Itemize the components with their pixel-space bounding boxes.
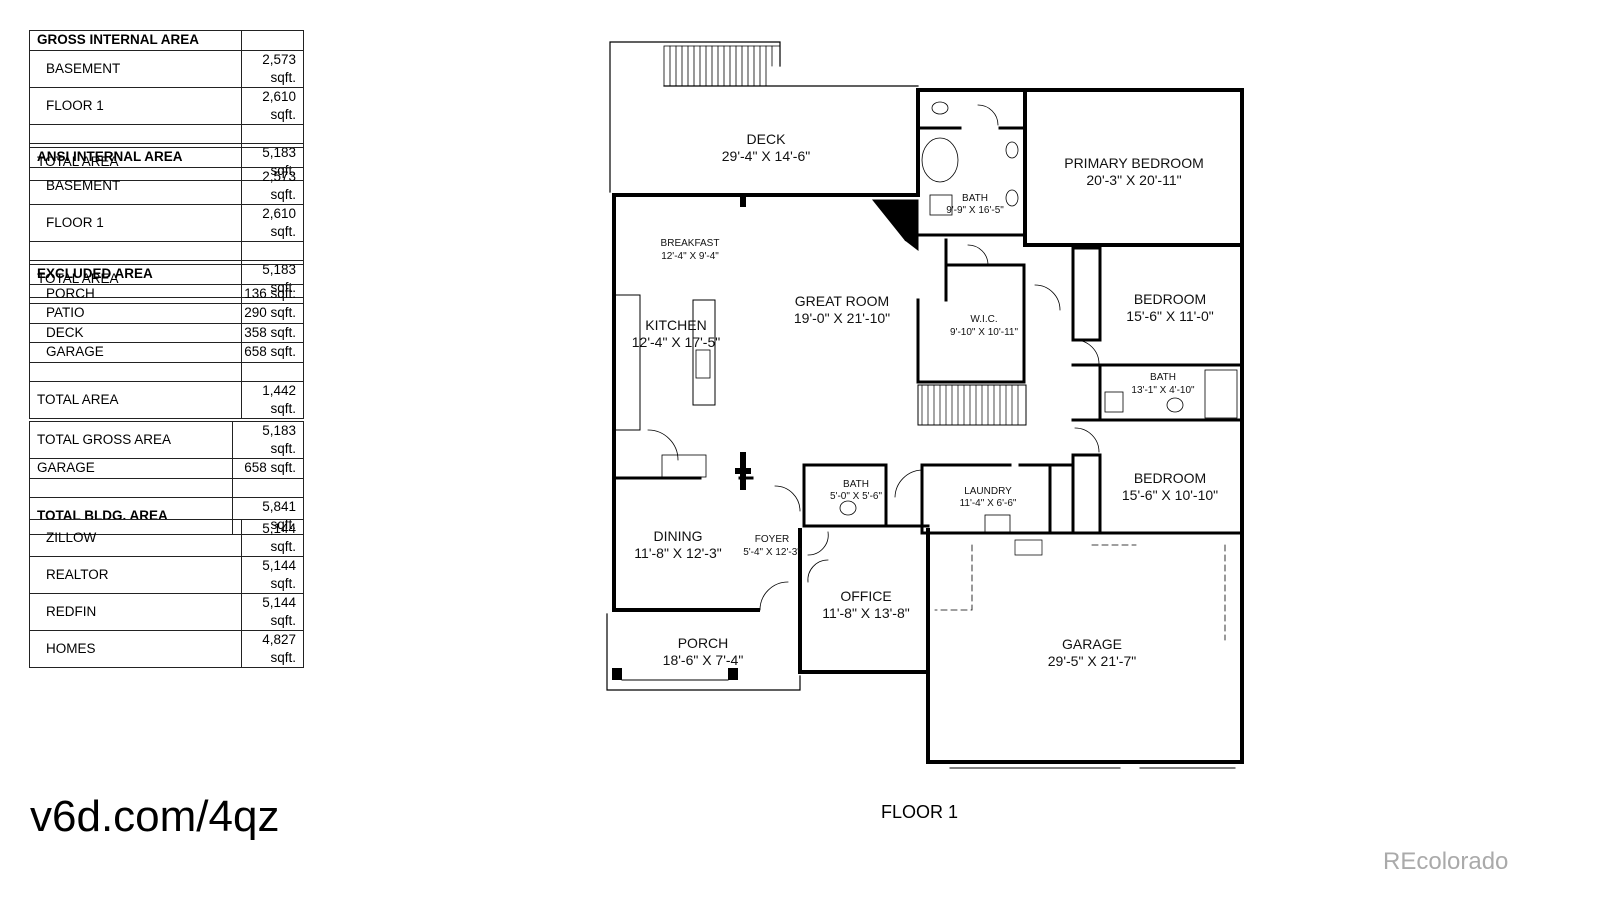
row-value: 2,610 sqft. [241,86,304,125]
row-value: 2,573 sqft. [241,166,304,205]
room-name-garage: GARAGE [1062,636,1122,652]
row-label: ZILLOW [29,519,242,557]
room-dims-primary-bedroom: 20'-3" X 20'-11" [1086,172,1181,188]
row-label: REDFIN [29,593,242,631]
room-name-foyer: FOYER [755,534,789,545]
room-name-bedroom-3: BEDROOM [1134,470,1206,486]
row-label: PORCH [29,283,242,304]
room-dims-garage: 29'-5" X 21'-7" [1048,653,1136,669]
row-label: TOTAL GROSS AREA [29,421,233,459]
row-label: FLOOR 1 [29,86,242,125]
table-title: EXCLUDED AREA [29,264,242,285]
room-labels: DECK 29'-4" X 14'-6" PRIMARY BEDROOM 20'… [632,131,1218,669]
room-name-bedroom-2: BEDROOM [1134,291,1206,307]
room-dims-bath-2: 13'-1" X 4'-10" [1131,385,1195,396]
room-dims-foyer: 5'-4" X 12'-3" [743,547,801,558]
room-name-wic: W.I.C. [970,314,997,325]
room-name-half-bath: BATH [843,479,869,490]
row-label: GARAGE [29,458,233,479]
walls [606,41,1244,769]
row-value: 5,183 sqft. [232,421,304,459]
room-dims-deck: 29'-4" X 14'-6" [722,148,810,164]
row-value: 5,144 sqft. [241,593,304,631]
room-name-dining: DINING [654,528,703,544]
row-value: 5,144 sqft. [241,556,304,594]
floor-label: FLOOR 1 [881,802,959,822]
row-label: HOMES [29,630,242,668]
total-value: 1,442 sqft. [241,381,304,419]
room-name-breakfast: BREAKFAST [661,238,720,249]
row-value: 658 sqft. [232,458,304,479]
row-label: BASEMENT [29,166,242,205]
room-name-deck: DECK [747,131,787,147]
room-dims-primary-bath: 9'-9" X 16'-5" [946,205,1004,216]
room-dims-bedroom-3: 15'-6" X 10'-10" [1122,487,1218,503]
row-value: 358 sqft. [241,322,304,343]
room-dims-bedroom-2: 15'-6" X 11'-0" [1126,308,1213,324]
room-name-great-room: GREAT ROOM [795,293,889,309]
row-value: 4,827 sqft. [241,630,304,668]
room-dims-breakfast: 12'-4" X 9'-4" [661,251,719,262]
room-name-bath-2: BATH [1150,372,1176,383]
room-dims-office: 11'-8" X 13'-8" [822,605,909,621]
room-name-porch: PORCH [678,635,729,651]
room-dims-porch: 18'-6" X 7'-4" [663,652,744,668]
row-label: FLOOR 1 [29,203,242,242]
room-name-office: OFFICE [840,588,891,604]
room-dims-dining: 11'-8" X 12'-3" [634,545,721,561]
room-dims-half-bath: 5'-0" X 5'-6" [830,491,883,502]
row-value: 658 sqft. [241,342,304,363]
room-dims-great-room: 19'-0" X 21'-10" [794,310,890,326]
room-name-primary-bath: BATH [962,193,988,204]
room-name-laundry: LAUNDRY [964,486,1012,497]
row-label: REALTOR [29,556,242,594]
room-dims-kitchen: 12'-4" X 17'-5" [632,334,720,350]
room-name-primary-bedroom: PRIMARY BEDROOM [1064,155,1204,171]
room-dims-wic: 9'-10" X 10'-11" [950,327,1018,338]
room-name-kitchen: KITCHEN [645,317,706,333]
row-value: 2,573 sqft. [241,49,304,88]
tour-url[interactable]: v6d.com/4qz [30,792,280,841]
row-label: BASEMENT [29,49,242,88]
brand-watermark: REcolorado [1383,848,1509,875]
row-label: PATIO [29,303,242,324]
row-value: 2,610 sqft. [241,203,304,242]
total-label: TOTAL AREA [29,381,242,419]
room-dims-laundry: 11'-4" X 6'-6" [960,498,1017,509]
